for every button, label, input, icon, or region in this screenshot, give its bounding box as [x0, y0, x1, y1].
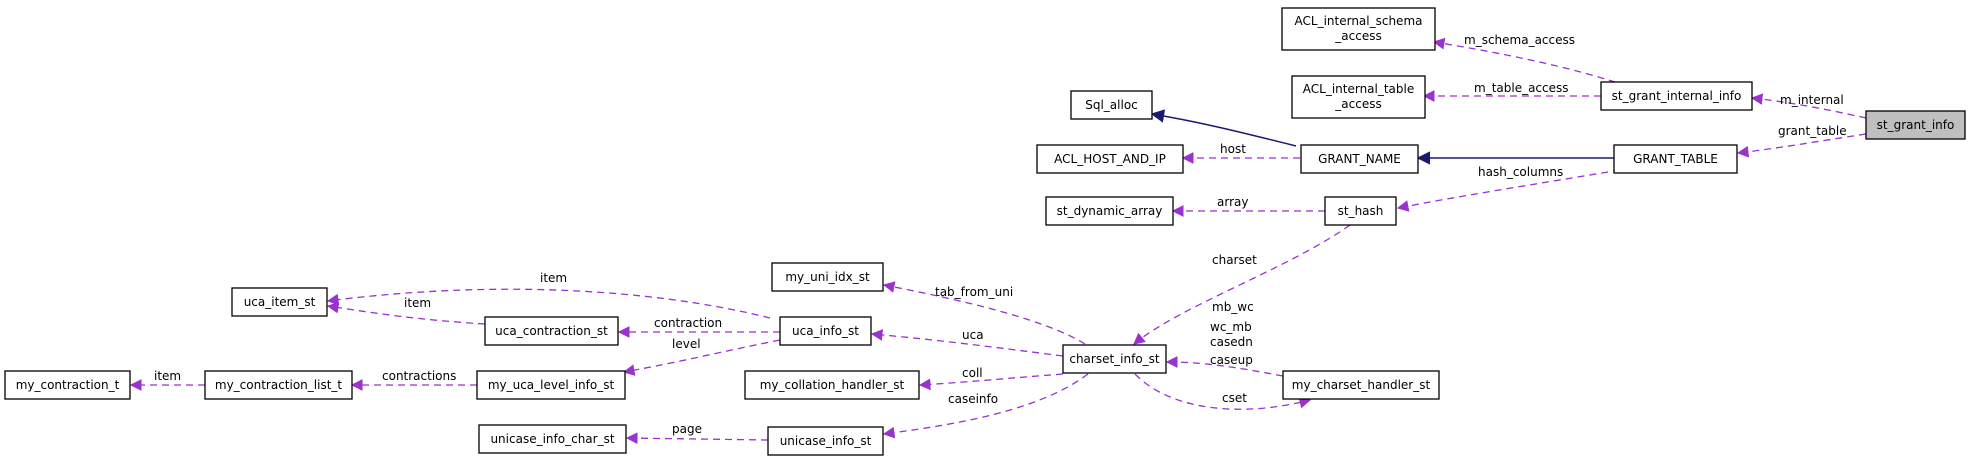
node-label-uca-item-st: uca_item_st [244, 295, 316, 309]
edge-inherit-grant-name-sql-alloc [1150, 109, 1297, 147]
node-label-acl-schema-1: ACL_internal_schema [1295, 14, 1423, 28]
edge-label-uca: uca [962, 328, 984, 342]
node-label-uca-info-st: uca_info_st [792, 324, 859, 338]
edge-item-left: item [129, 369, 205, 391]
node-st-grant-info[interactable]: st_grant_info [1865, 110, 1966, 140]
edge-label-mb-wc: mb_wc [1212, 300, 1254, 314]
edge-label-charset: charset [1212, 253, 1257, 267]
edge-label-contraction: contraction [654, 316, 722, 330]
node-unicase-info-char-st[interactable]: unicase_info_char_st [478, 424, 627, 454]
node-my-charset-handler-st[interactable]: my_charset_handler_st [1282, 370, 1440, 400]
node-label-my-uca-level-info-st: my_uca_level_info_st [488, 378, 615, 392]
node-sql-alloc[interactable]: Sql_alloc [1070, 90, 1153, 120]
edges: m_schema_access m_table_access m_interna… [129, 33, 1867, 444]
node-label-my-collation-handler-st: my_collation_handler_st [760, 378, 905, 392]
edge-label-grant-table: grant_table [1778, 124, 1847, 138]
edge-coll: coll [918, 366, 1064, 391]
edge-item-mid: item [326, 296, 486, 325]
edge-m-internal: m_internal [1750, 93, 1867, 119]
node-label-uca-contraction-st: uca_contraction_st [495, 324, 608, 338]
edge-label-contractions: contractions [382, 369, 456, 383]
node-label-acl-table-2: _access [1334, 97, 1381, 111]
node-label-my-charset-handler-st: my_charset_handler_st [1292, 378, 1431, 392]
node-st-hash[interactable]: st_hash [1324, 196, 1397, 226]
node-acl-internal-schema-access[interactable]: ACL_internal_schema _access [1281, 7, 1436, 51]
edge-charset: charset [1133, 224, 1351, 345]
node-label-unicase-info-char-st: unicase_info_char_st [490, 432, 614, 446]
node-label-st-dynamic-array: st_dynamic_array [1057, 204, 1163, 218]
node-my-contraction-t[interactable]: my_contraction_t [4, 370, 131, 400]
edge-label-coll: coll [962, 366, 983, 380]
node-label-st-grant-info: st_grant_info [1877, 118, 1955, 132]
node-unicase-info-st[interactable]: unicase_info_st [767, 426, 884, 456]
edge-uca: uca [870, 328, 1064, 357]
node-label-my-contraction-t: my_contraction_t [16, 378, 120, 392]
node-label-my-uni-idx-st: my_uni_idx_st [785, 270, 870, 284]
node-my-uni-idx-st[interactable]: my_uni_idx_st [771, 262, 884, 292]
node-label-acl-schema-2: _access [1334, 29, 1381, 43]
edge-mb-wc-wc-mb-casedn-caseup: mb_wc wc_mb casedn caseup [1165, 300, 1284, 377]
edge-label-casedn: casedn [1210, 335, 1253, 349]
edge-label-hash-columns: hash_columns [1478, 165, 1563, 179]
edge-m-table-access: m_table_access [1422, 81, 1601, 102]
edge-item-top: item [326, 271, 771, 319]
edge-label-cset: cset [1222, 391, 1247, 405]
edge-grant-table: grant_table [1736, 124, 1867, 158]
edge-array: array [1171, 195, 1325, 217]
edge-label-m-internal: m_internal [1780, 93, 1844, 107]
node-label-unicase-info-st: unicase_info_st [780, 434, 872, 448]
edge-label-item-left: item [154, 369, 181, 383]
edge-m-schema-access: m_schema_access [1432, 33, 1628, 87]
node-label-st-hash: st_hash [1338, 204, 1384, 218]
node-my-collation-handler-st[interactable]: my_collation_handler_st [744, 370, 920, 400]
edge-cset: cset [1134, 373, 1312, 410]
edge-label-host: host [1220, 142, 1246, 156]
edge-label-m-schema-access: m_schema_access [1464, 33, 1575, 47]
edge-caseinfo: caseinfo [882, 373, 1089, 439]
edge-label-item-mid: item [404, 296, 431, 310]
node-label-acl-host: ACL_HOST_AND_IP [1054, 152, 1166, 166]
edge-label-m-table-access: m_table_access [1474, 81, 1569, 95]
edge-contraction: contraction [617, 316, 780, 338]
node-label-charset-info-st: charset_info_st [1069, 352, 1160, 366]
nodes: st_grant_info st_grant_internal_info ACL… [4, 7, 1966, 456]
edge-label-caseinfo: caseinfo [948, 392, 998, 406]
edge-label-wc-mb: wc_mb [1210, 320, 1252, 334]
node-charset-info-st[interactable]: charset_info_st [1062, 344, 1167, 374]
node-my-contraction-list-t[interactable]: my_contraction_list_t [204, 370, 353, 400]
node-label-acl-table-1: ACL_internal_table [1303, 82, 1415, 96]
edge-contractions: contractions [350, 369, 477, 391]
node-grant-table[interactable]: GRANT_TABLE [1613, 144, 1738, 174]
node-uca-item-st[interactable]: uca_item_st [231, 287, 328, 317]
edge-label-page: page [672, 422, 702, 436]
edge-tab-from-uni: tab_from_uni [882, 281, 1086, 345]
edge-label-tab-from-uni: tab_from_uni [935, 285, 1013, 299]
node-label-sql-alloc: Sql_alloc [1085, 98, 1138, 112]
edge-host: host [1181, 142, 1300, 164]
node-uca-info-st[interactable]: uca_info_st [779, 316, 872, 346]
node-st-grant-internal-info[interactable]: st_grant_internal_info [1600, 81, 1753, 111]
node-my-uca-level-info-st[interactable]: my_uca_level_info_st [476, 370, 626, 400]
edge-level: level [622, 337, 781, 376]
node-label-grant-table: GRANT_TABLE [1633, 152, 1718, 166]
node-acl-host-and-ip[interactable]: ACL_HOST_AND_IP [1036, 144, 1184, 174]
node-label-my-contraction-list-t: my_contraction_list_t [215, 378, 343, 392]
node-st-dynamic-array[interactable]: st_dynamic_array [1045, 196, 1174, 226]
edge-label-level: level [672, 337, 701, 351]
edge-label-array: array [1217, 195, 1248, 209]
node-label-st-grant-internal-info: st_grant_internal_info [1612, 89, 1742, 103]
edge-label-item-top: item [540, 271, 567, 285]
node-acl-internal-table-access[interactable]: ACL_internal_table _access [1291, 75, 1426, 119]
edge-label-caseup: caseup [1210, 353, 1253, 367]
edge-hash-columns: hash_columns [1396, 165, 1621, 212]
node-label-grant-name: GRANT_NAME [1318, 152, 1401, 166]
edge-page: page [625, 422, 769, 444]
node-uca-contraction-st[interactable]: uca_contraction_st [484, 316, 619, 346]
node-grant-name[interactable]: GRANT_NAME [1300, 144, 1419, 174]
